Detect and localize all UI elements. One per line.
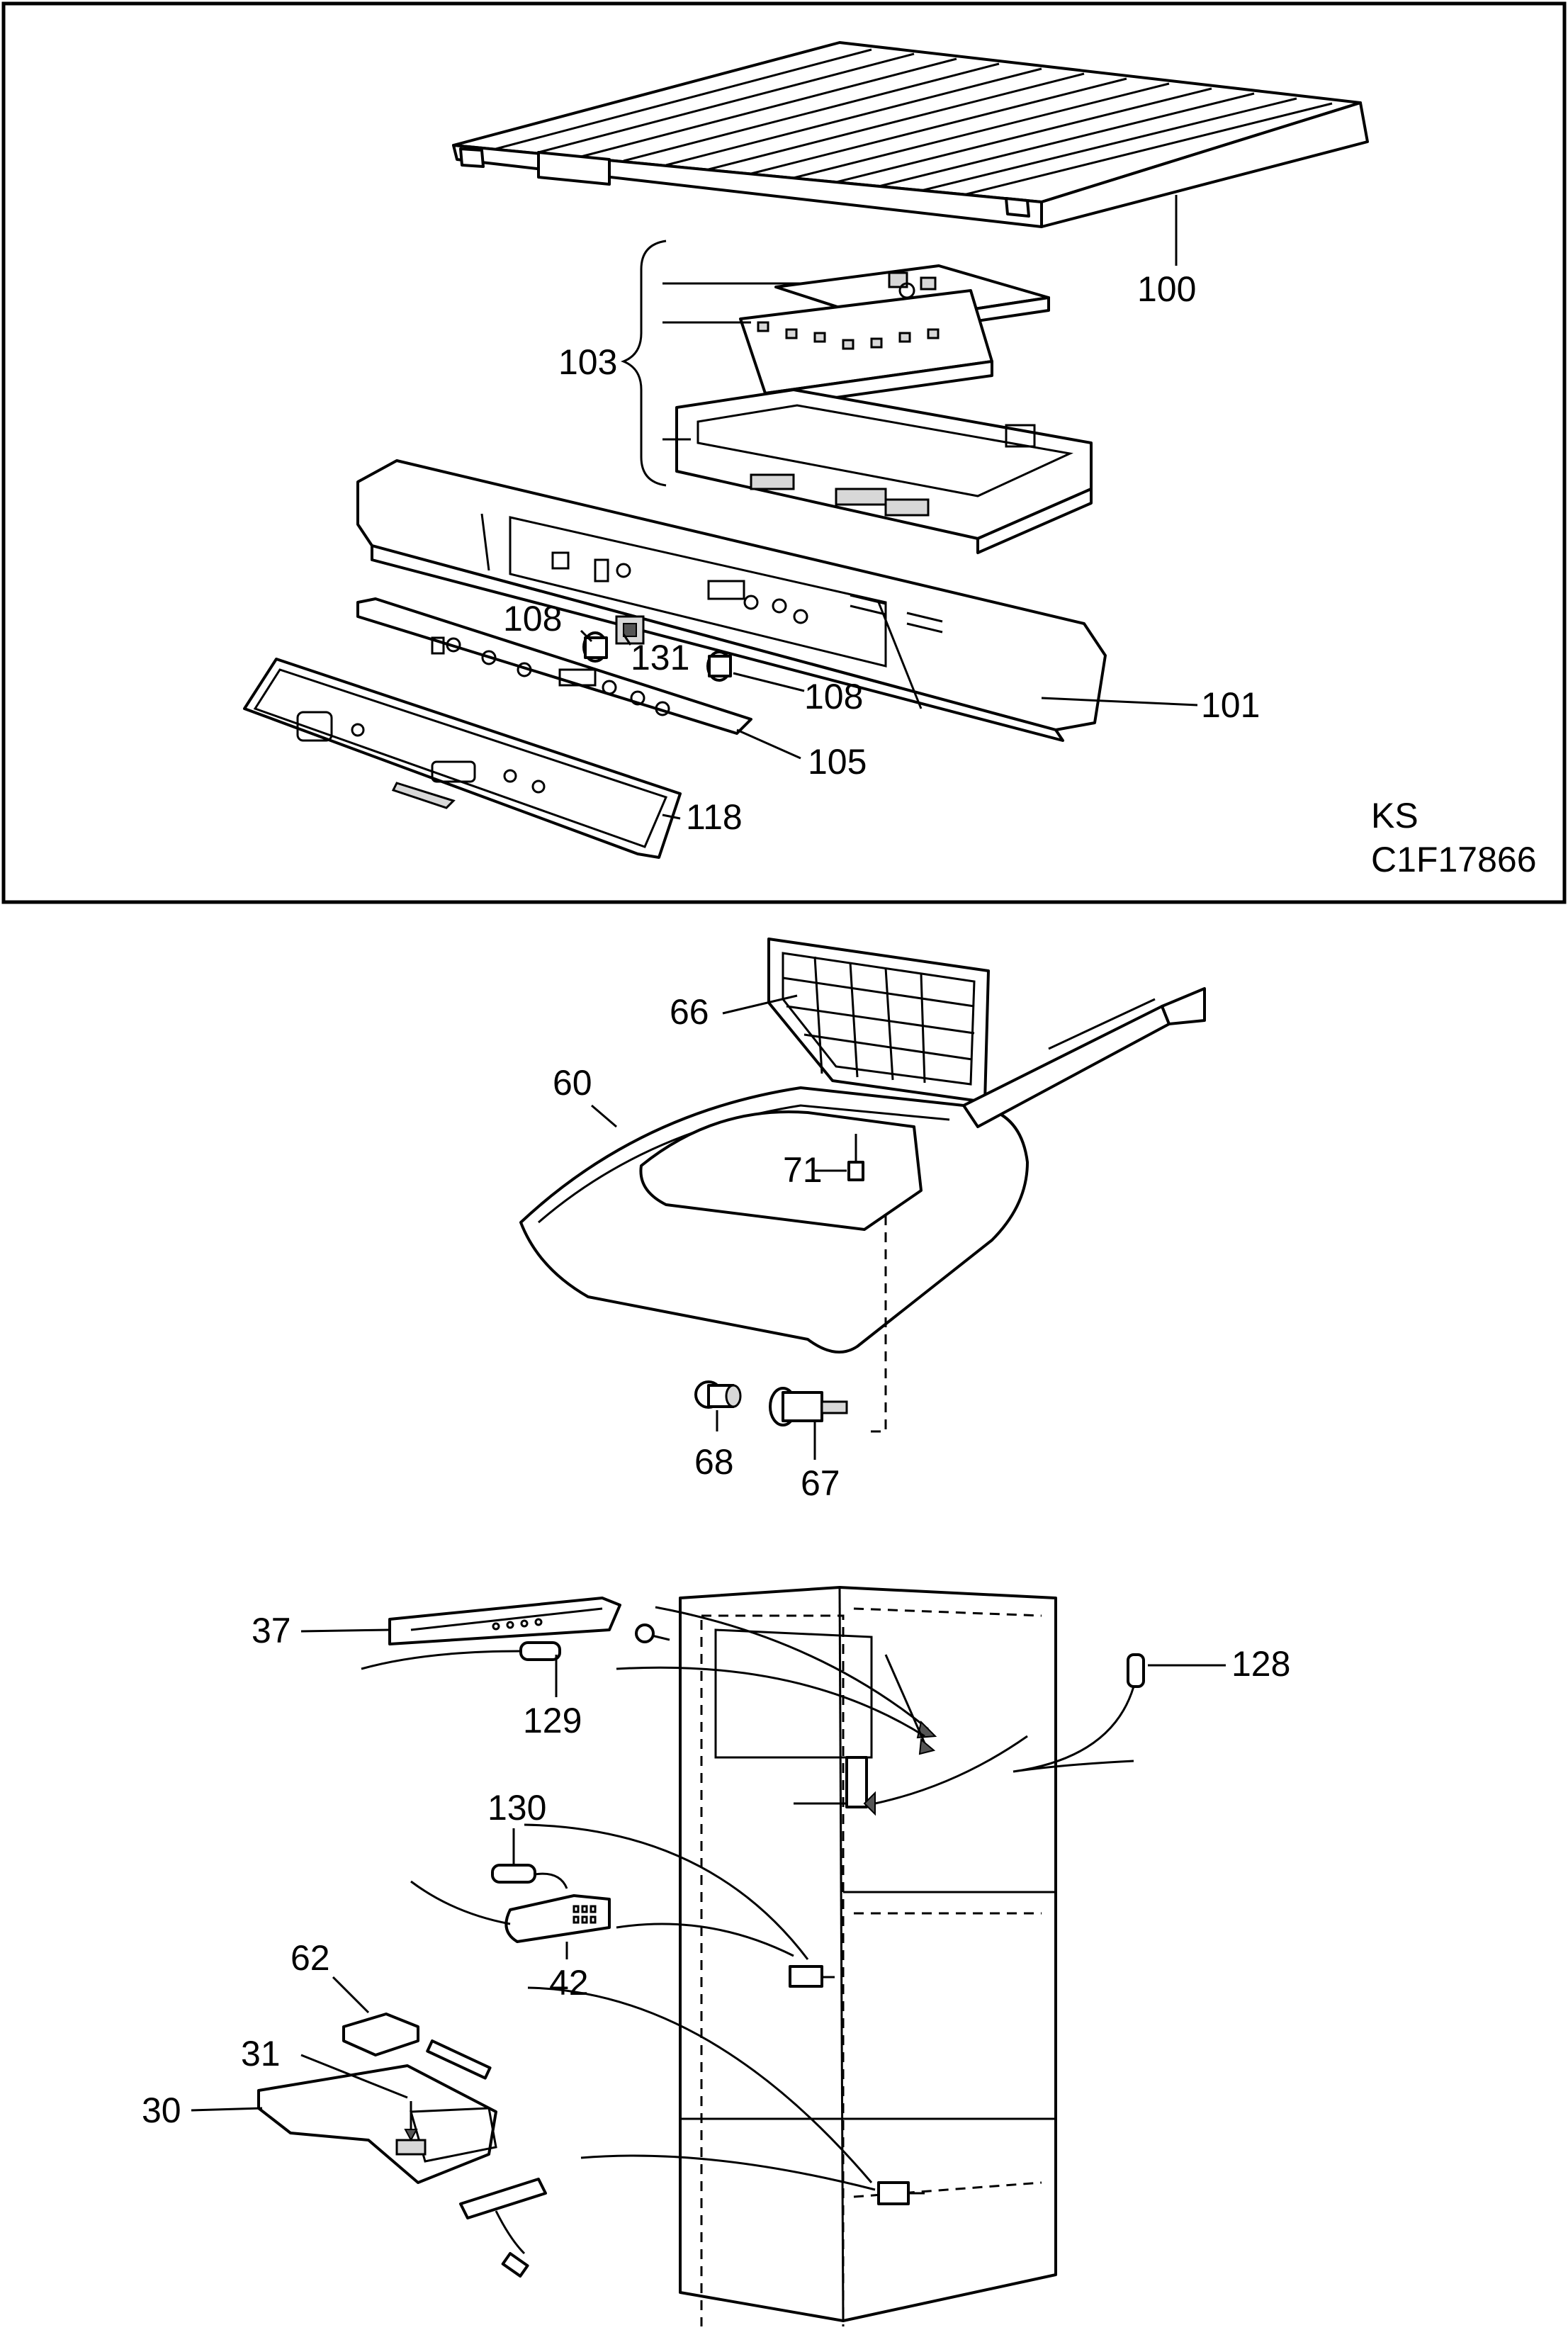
screw-icon — [635, 1623, 670, 1643]
label-118: 118 — [686, 797, 743, 837]
label-131: 131 — [631, 638, 689, 677]
label-42: 42 — [549, 1963, 589, 2003]
part-67-lamp-holder — [769, 1387, 848, 1426]
label-62: 62 — [291, 1938, 330, 1978]
part-103-electronics-box — [620, 240, 1093, 554]
part-130-sensor — [491, 1864, 536, 1884]
drawing-code-line1: KS — [1371, 796, 1418, 835]
bottom-clip — [459, 2178, 547, 2278]
label-31: 31 — [241, 2034, 281, 2073]
part-30-bracket — [257, 2064, 497, 2184]
part-118-outer-cover — [243, 658, 682, 859]
part-101-fascia — [356, 459, 1107, 742]
label-30: 30 — [142, 2090, 181, 2130]
label-129: 129 — [523, 1701, 582, 1740]
part-37-rail — [388, 1597, 621, 1645]
label-105: 105 — [808, 742, 867, 782]
part-131-switch — [615, 615, 645, 645]
upper-connector — [794, 1756, 868, 1808]
label-108a: 108 — [503, 599, 562, 638]
label-66: 66 — [670, 992, 709, 1032]
part-128-sensor — [1013, 1653, 1145, 1773]
label-37: 37 — [252, 1611, 291, 1650]
part-105-control-plate — [356, 597, 752, 735]
label-103: 103 — [558, 342, 617, 382]
part-31-pin — [404, 2101, 418, 2142]
part-108-button-left — [582, 631, 608, 663]
part-108-button-right — [706, 651, 732, 682]
part-100-top-cover — [452, 41, 1369, 228]
refrigerator-cabinet — [679, 1586, 1057, 2330]
middle-connector — [789, 1965, 835, 1988]
label-130: 130 — [487, 1788, 546, 1828]
part-66-grille — [767, 938, 990, 1103]
label-67: 67 — [801, 1463, 840, 1503]
label-108b: 108 — [804, 677, 863, 716]
top-panel-frame — [1, 1, 1567, 904]
label-60: 60 — [553, 1063, 592, 1103]
part-42-module — [410, 1872, 611, 1943]
label-100: 100 — [1137, 269, 1196, 309]
label-101: 101 — [1201, 685, 1260, 725]
part-68-lamp — [694, 1380, 742, 1409]
bottom-connector — [877, 2181, 925, 2205]
label-128: 128 — [1231, 1644, 1290, 1684]
part-60-tray — [519, 987, 1206, 1353]
label-68: 68 — [694, 1442, 734, 1482]
part-62-block — [342, 2013, 492, 2080]
label-71: 71 — [783, 1150, 823, 1190]
drawing-code-line2: C1F17866 — [1371, 840, 1537, 879]
part-129-sensor — [361, 1641, 561, 1670]
part-71-clip — [815, 1134, 864, 1181]
